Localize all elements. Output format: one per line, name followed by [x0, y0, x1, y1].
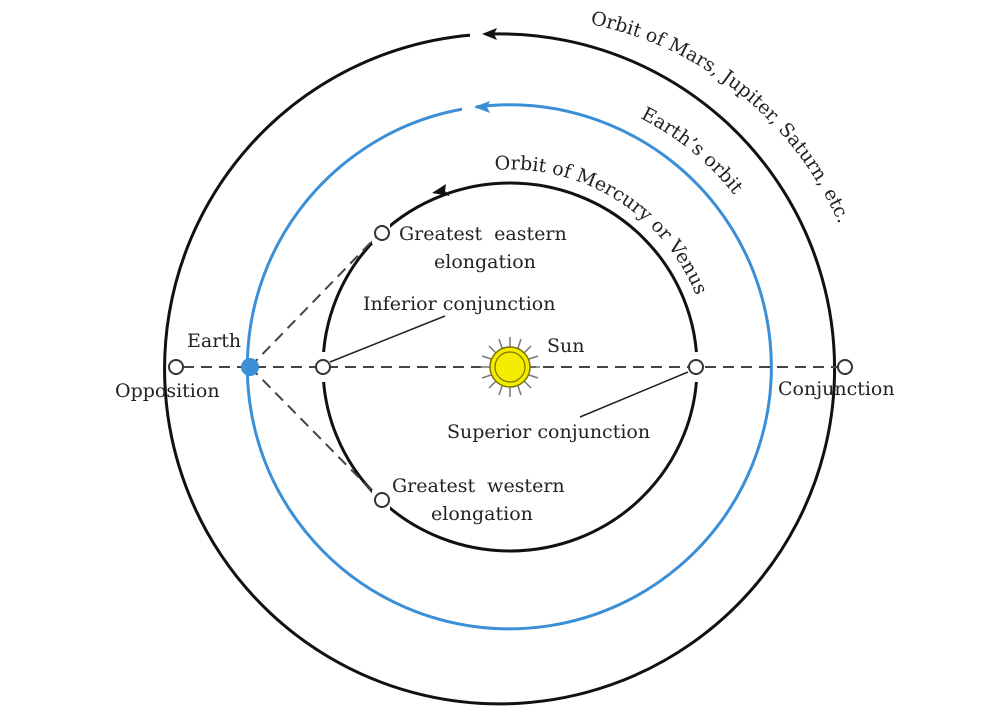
earth-orbit [245, 101, 773, 631]
sun-label: Sun [547, 335, 585, 357]
superior-conjunction-leader [579, 371, 689, 418]
conjunction-label: Conjunction [778, 378, 895, 400]
conjunction-marker [837, 359, 853, 375]
greatest-eastern-elongation-marker [374, 225, 390, 241]
superior-conjunction-label: Superior conjunction [447, 421, 650, 443]
outer-orbit-arrow-icon [482, 28, 497, 40]
earth-orbit-arrow-icon [474, 101, 490, 113]
inner-orbit-arrow-icon [432, 184, 450, 196]
inferior-conjunction-leader [329, 315, 446, 363]
greatest-western-label-line2: elongation [431, 503, 533, 525]
earth-marker [241, 358, 259, 376]
earth-orbit-label: Earth’s orbit [638, 103, 748, 198]
greatest-eastern-label-line2: elongation [434, 251, 536, 273]
superior-conjunction-marker [688, 359, 704, 375]
opposition-label: Opposition [115, 380, 220, 402]
greatest-eastern-label-line1: Greatest eastern [399, 223, 567, 245]
greatest-western-label-line1: Greatest western [392, 475, 565, 497]
opposition-marker [168, 359, 184, 375]
greatest-western-elongation-marker [374, 492, 390, 508]
earth-label: Earth [187, 330, 241, 352]
sun-icon [480, 337, 540, 397]
inferior-conjunction-marker [315, 359, 331, 375]
outer-orbit [163, 28, 837, 706]
inferior-conjunction-label: Inferior conjunction [363, 293, 555, 315]
